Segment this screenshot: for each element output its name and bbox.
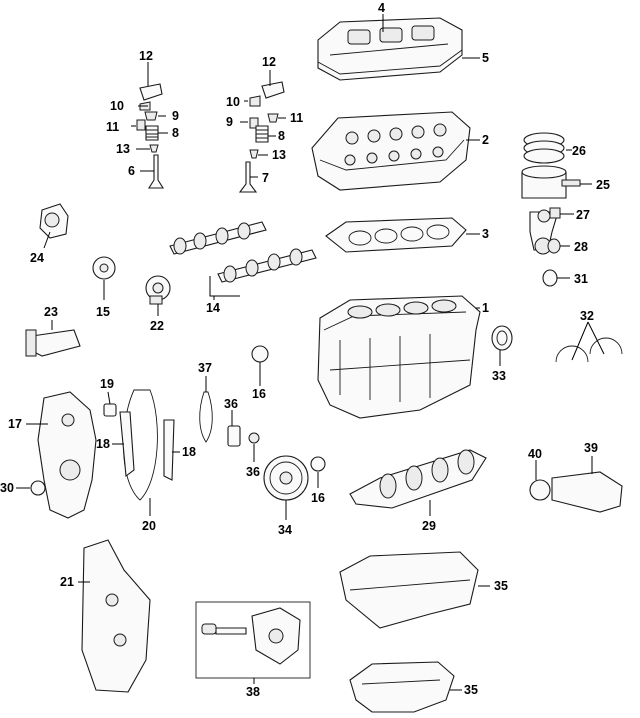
callout-19: 19 (100, 377, 114, 391)
callout-8-left: 8 (172, 126, 179, 140)
vvt-sprocket (39, 203, 69, 239)
callout-11-right: 11 (290, 111, 303, 125)
callout-labels: 1 2 3 4 5 6 7 8 8 9 9 10 10 11 11 12 12 … (0, 1, 610, 699)
callout-12-right: 12 (262, 55, 276, 69)
callout-16-top: 16 (252, 387, 266, 401)
callout-36-bottom: 36 (246, 465, 260, 479)
oil-pickup (529, 471, 623, 513)
valve-train-left (136, 83, 164, 189)
oil-pan-lower (349, 661, 455, 713)
oil-pan-upper (339, 551, 479, 629)
callout-5: 5 (482, 51, 489, 65)
oil-pump-kit (195, 601, 311, 679)
crankshaft (349, 449, 487, 509)
callout-36-top: 36 (224, 397, 238, 411)
callout-35-lower: 35 (464, 683, 478, 697)
idler-16a (251, 345, 269, 363)
callout-6: 6 (128, 164, 135, 178)
callout-24: 24 (30, 251, 44, 265)
piston-assembly (521, 132, 581, 287)
callout-2: 2 (482, 133, 489, 147)
callout-8-right: 8 (278, 129, 285, 143)
callout-30: 30 (0, 481, 14, 495)
callout-13-right: 13 (272, 148, 286, 162)
vvt-actuator (145, 275, 171, 305)
callout-10-right: 10 (226, 95, 240, 109)
leader-lines (16, 14, 605, 691)
callout-3: 3 (482, 227, 489, 241)
callout-1: 1 (482, 301, 489, 315)
head-gasket (325, 217, 467, 253)
chain-tensioner-19 (103, 403, 117, 417)
callout-4: 4 (378, 1, 385, 15)
callout-10-left: 10 (110, 99, 124, 113)
chain-guides (119, 411, 175, 481)
callout-9-right: 9 (226, 115, 233, 129)
oil-seal-30 (30, 480, 46, 496)
callout-20: 20 (142, 519, 156, 533)
callout-23: 23 (44, 305, 58, 319)
callout-37: 37 (198, 361, 212, 375)
engine-block (317, 295, 481, 419)
callout-29: 29 (422, 519, 436, 533)
callout-16-bottom: 16 (311, 491, 325, 505)
callout-39: 39 (584, 441, 598, 455)
crank-pulley (263, 455, 309, 501)
callout-40: 40 (528, 447, 542, 461)
oil-control-valve (25, 329, 81, 357)
idler-16b (310, 456, 326, 472)
callout-18-right: 18 (182, 445, 196, 459)
valve-train-right (238, 81, 285, 193)
engine-plate-21 (81, 539, 151, 693)
callout-9-left: 9 (172, 109, 179, 123)
timing-cover (37, 391, 97, 519)
callout-17: 17 (8, 417, 22, 431)
thrust-washers (555, 337, 623, 363)
tensioner-36 (227, 425, 260, 447)
callout-7: 7 (262, 171, 269, 185)
callout-26: 26 (572, 144, 586, 158)
callout-18-left: 18 (96, 437, 110, 451)
callout-31: 31 (574, 272, 588, 286)
callout-15: 15 (96, 305, 110, 319)
callout-22: 22 (150, 319, 164, 333)
callout-14: 14 (206, 301, 220, 315)
callout-38: 38 (246, 685, 260, 699)
camshafts (169, 221, 317, 283)
callout-27: 27 (576, 208, 590, 222)
exhaust-sprocket (92, 256, 116, 280)
valve-cover (317, 17, 463, 81)
callout-34: 34 (278, 523, 292, 537)
callout-13-left: 13 (116, 142, 130, 156)
cylinder-head (311, 111, 471, 191)
callout-11-left: 11 (106, 120, 119, 134)
callout-33: 33 (492, 369, 506, 383)
timing-chain-37 (199, 391, 213, 443)
callout-25: 25 (596, 178, 610, 192)
callout-28: 28 (574, 240, 588, 254)
callout-32: 32 (580, 309, 594, 323)
rear-main-seal (491, 325, 513, 351)
callout-35-upper: 35 (494, 579, 508, 593)
callout-21: 21 (60, 575, 74, 589)
callout-12-left: 12 (139, 49, 153, 63)
